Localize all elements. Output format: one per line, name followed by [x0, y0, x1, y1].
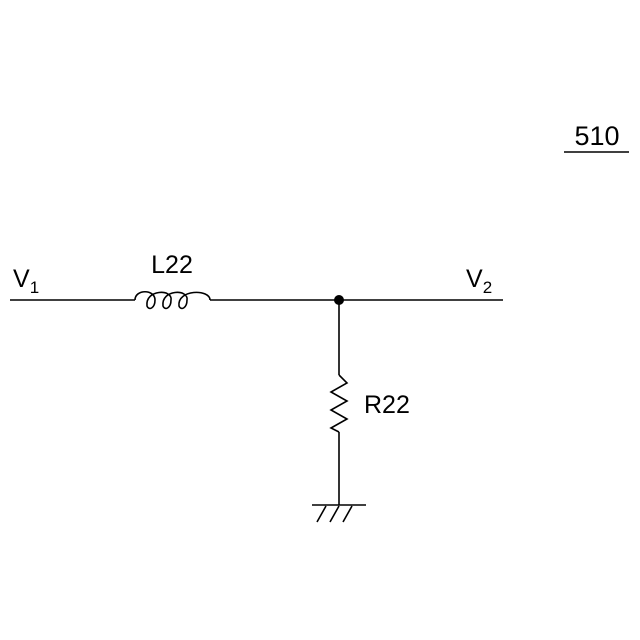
inductor-label: L22: [151, 251, 193, 279]
output-terminal-label: V2: [466, 265, 492, 297]
resistor-zigzag: [331, 375, 347, 432]
inductor-coil: [135, 292, 210, 309]
ground-icon: [312, 505, 366, 522]
output-terminal-subscript: 2: [483, 278, 492, 297]
input-terminal-subscript: 1: [30, 278, 39, 297]
figure-ref-number: 510: [574, 121, 619, 151]
output-terminal-symbol: V: [466, 265, 483, 293]
input-terminal-symbol: V: [13, 265, 30, 293]
resistor-label: R22: [364, 391, 410, 419]
input-terminal-label: V1: [13, 265, 39, 297]
